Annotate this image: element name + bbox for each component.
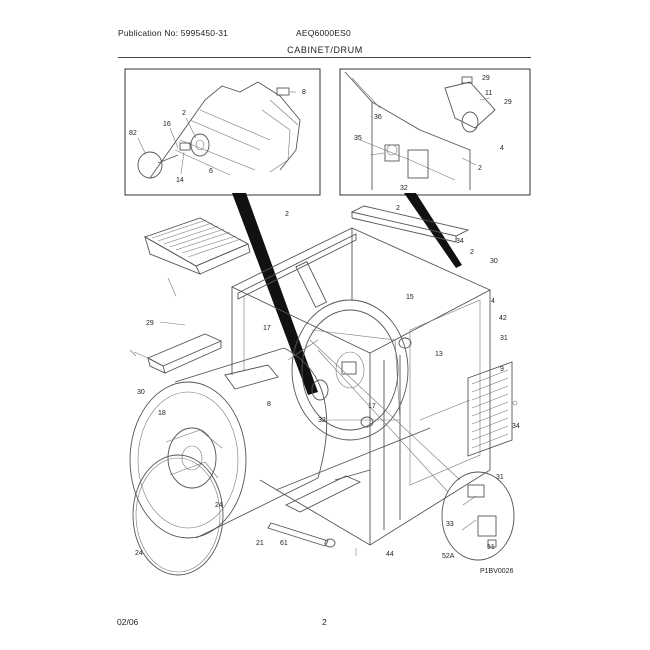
- vent-panel-drawing: [467, 361, 518, 457]
- callout-33: 33: [446, 521, 454, 528]
- drum-drawing: [129, 339, 329, 539]
- callout-2: 2: [182, 110, 186, 117]
- inset-left-drawing: [137, 81, 301, 179]
- callout-82: 82: [129, 130, 137, 137]
- callout-24: 24: [215, 502, 223, 509]
- callout-9: 9: [500, 366, 504, 373]
- callout-15: 15: [406, 294, 414, 301]
- callout-34: 34: [512, 423, 520, 430]
- callout-32: 32: [318, 417, 326, 424]
- callout-17: 17: [263, 325, 271, 332]
- callout-2: 2: [478, 165, 482, 172]
- callout-42: 42: [499, 315, 507, 322]
- callout-32: 32: [400, 185, 408, 192]
- callout-24: 24: [135, 550, 143, 557]
- footer-page-number: 2: [322, 617, 327, 627]
- figure-code: P1BV0026: [480, 568, 514, 575]
- lint-screen-drawing: [143, 217, 251, 297]
- callout-31: 31: [500, 335, 508, 342]
- section-title: CABINET/DRUM: [287, 45, 363, 55]
- footer-date: 02/06: [117, 617, 139, 627]
- callout-11: 11: [485, 90, 492, 97]
- callout-2: 2: [285, 211, 289, 218]
- cabinet-drawing: [230, 205, 492, 546]
- callout-21: 21: [256, 540, 264, 547]
- callout-2: 2: [470, 249, 474, 256]
- callout-36: 36: [374, 114, 382, 121]
- idler-detail-drawing: [441, 471, 515, 561]
- callout-4: 4: [500, 145, 504, 152]
- belt-drawing: [132, 339, 461, 576]
- callout-6: 6: [209, 168, 213, 175]
- model-number: AEQ6000ES0: [296, 28, 351, 38]
- callout-51: 51: [487, 544, 495, 551]
- callout-29: 29: [482, 75, 490, 82]
- side-bracket-drawing: [133, 321, 223, 374]
- header-rule: [118, 57, 531, 58]
- callout-61: 61: [280, 540, 288, 547]
- callout-30: 30: [137, 389, 145, 396]
- callout-4: 4: [491, 298, 495, 305]
- inset-left-frame: [124, 68, 321, 196]
- callout-35: 35: [354, 135, 362, 142]
- callout-44: 44: [386, 551, 394, 558]
- callout-29: 29: [146, 320, 154, 327]
- callout-30: 30: [490, 258, 498, 265]
- callout-34: 34: [456, 238, 464, 245]
- inset-right-drawing: [344, 71, 496, 190]
- callout-8: 8: [267, 401, 271, 408]
- callout-18: 18: [158, 410, 166, 417]
- callout-17: 17: [368, 403, 376, 410]
- callout-14: 14: [176, 177, 184, 184]
- publication-number: Publication No: 5995450-31: [118, 28, 229, 38]
- callout-13: 13: [435, 351, 443, 358]
- inset-right-frame: [339, 68, 531, 196]
- inset-left-pointer: [232, 193, 318, 395]
- bottom-rail-drawing: [129, 349, 357, 556]
- callout-16: 16: [163, 121, 171, 128]
- callout-2: 2: [396, 205, 400, 212]
- callout-29: 29: [504, 99, 512, 106]
- callout-52a: 52A: [442, 553, 455, 560]
- callout-8: 8: [302, 89, 306, 96]
- callout-31: 31: [496, 474, 504, 481]
